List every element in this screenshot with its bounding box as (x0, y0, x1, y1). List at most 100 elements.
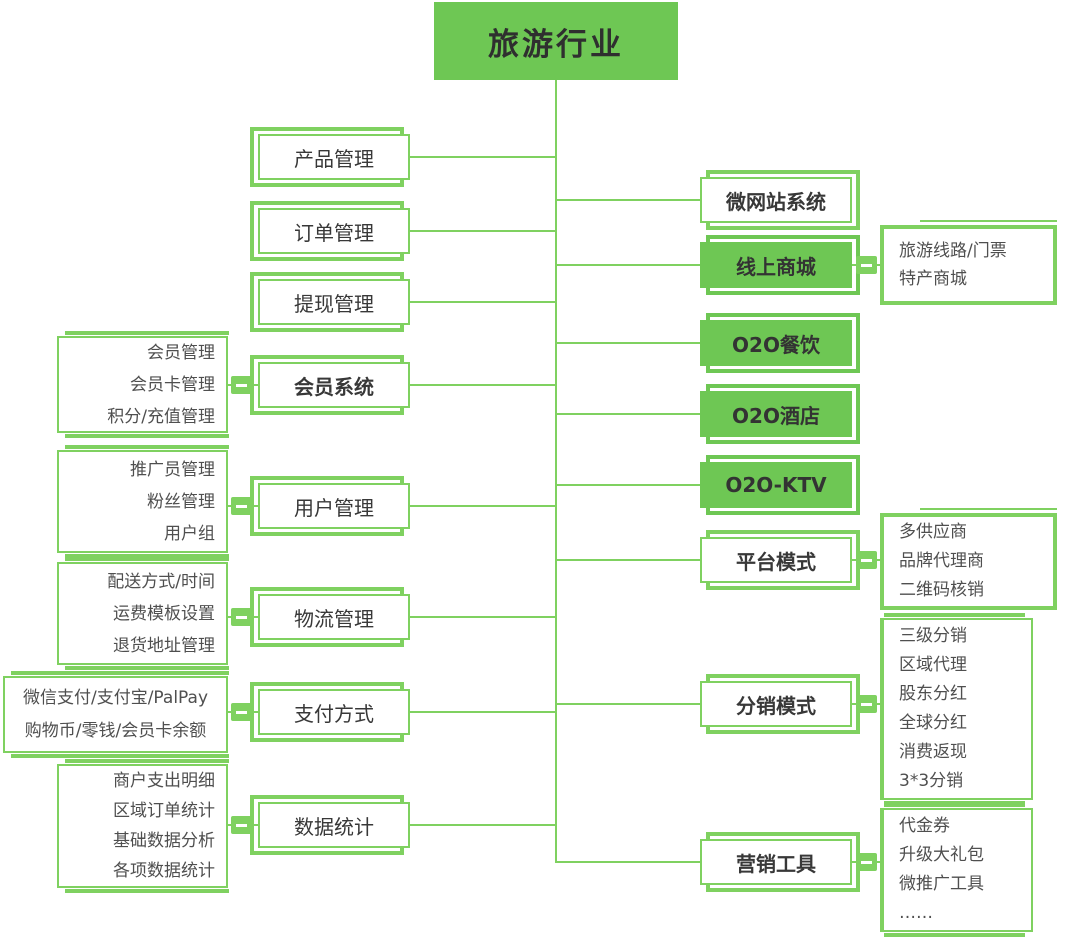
child-item[interactable]: 基础数据分析 (113, 831, 215, 851)
branch-line-left-6 (410, 616, 556, 618)
children-marketing-tools[interactable]: 代金券 升级大礼包 微推广工具 …… (880, 803, 1033, 937)
children-online-mall[interactable]: 旅游线路/门票 特产商城 (880, 220, 1057, 305)
child-item[interactable]: 三级分销 (899, 626, 967, 646)
child-item[interactable]: 会员管理 (147, 342, 215, 363)
child-item[interactable]: 各项数据统计 (113, 861, 215, 881)
child-item[interactable]: 退货地址管理 (113, 635, 215, 656)
node-o2o-hotel[interactable]: O2O酒店 (700, 384, 860, 444)
collapse-toggle-payment-methods[interactable] (231, 703, 252, 721)
minus-icon (861, 860, 872, 864)
child-item[interactable]: 代金券 (899, 816, 950, 836)
child-item[interactable]: 积分/充值管理 (107, 406, 215, 427)
node-label: 线上商城 (700, 242, 852, 288)
minus-icon (861, 702, 872, 706)
node-user-management[interactable]: 用户管理 (250, 476, 410, 536)
node-label: 数据统计 (258, 802, 410, 848)
branch-line-right-4 (556, 413, 700, 415)
collapse-toggle-logistics-management[interactable] (231, 608, 252, 626)
child-item[interactable]: …… (899, 903, 933, 923)
child-item[interactable]: 全球分红 (899, 713, 967, 733)
node-distribution-mode[interactable]: 分销模式 (700, 674, 860, 734)
child-item[interactable]: 粉丝管理 (147, 491, 215, 512)
branch-line-right-5 (556, 484, 700, 486)
node-label: O2O餐饮 (700, 320, 852, 366)
child-item[interactable]: 特产商城 (899, 269, 967, 289)
children-platform-mode[interactable]: 多供应商 品牌代理商 二维码核销 (880, 508, 1057, 610)
child-item[interactable]: 旅游线路/门票 (899, 241, 1007, 261)
node-o2o-ktv[interactable]: O2O-KTV (700, 455, 860, 515)
collapse-toggle-platform-mode[interactable] (856, 551, 877, 569)
node-marketing-tools[interactable]: 营销工具 (700, 832, 860, 892)
child-item[interactable]: 会员卡管理 (130, 374, 215, 395)
node-logistics-management[interactable]: 物流管理 (250, 587, 410, 647)
collapse-toggle-distribution-mode[interactable] (856, 695, 877, 713)
node-label: O2O-KTV (700, 462, 852, 508)
children-payment-methods[interactable]: 微信支付/支付宝/PalPay 购物币/零钱/会员卡余额 (3, 671, 229, 758)
branch-line-right-2 (556, 264, 700, 266)
child-item[interactable]: 二维码核销 (899, 580, 984, 600)
node-label: 支付方式 (258, 689, 410, 735)
node-online-mall[interactable]: 线上商城 (700, 235, 860, 295)
branch-line-right-6 (556, 559, 700, 561)
root-title: 旅游行业 (488, 26, 624, 63)
node-withdrawal-management[interactable]: 提现管理 (250, 272, 410, 332)
children-data-statistics[interactable]: 商户支出明细 区域订单统计 基础数据分析 各项数据统计 (57, 759, 229, 893)
child-item[interactable]: 推广员管理 (130, 459, 215, 480)
node-label: 平台模式 (700, 537, 852, 583)
node-label: 营销工具 (700, 839, 852, 885)
children-member-system[interactable]: 会员管理 会员卡管理 积分/充值管理 (57, 331, 229, 438)
collapse-toggle-online-mall[interactable] (856, 256, 877, 274)
branch-line-right-3 (556, 342, 700, 344)
children-user-management[interactable]: 推广员管理 粉丝管理 用户组 (57, 445, 229, 558)
node-o2o-catering[interactable]: O2O餐饮 (700, 313, 860, 373)
collapse-toggle-marketing-tools[interactable] (856, 853, 877, 871)
branch-line-left-8 (410, 824, 556, 826)
node-product-management[interactable]: 产品管理 (250, 127, 410, 187)
minus-icon (236, 615, 247, 619)
child-item[interactable]: 微推广工具 (899, 874, 984, 894)
child-item[interactable]: 配送方式/时间 (107, 571, 215, 592)
children-logistics-management[interactable]: 配送方式/时间 运费模板设置 退货地址管理 (57, 557, 229, 670)
node-label: 提现管理 (258, 279, 410, 325)
child-item[interactable]: 区域订单统计 (113, 801, 215, 821)
node-label: 用户管理 (258, 483, 410, 529)
child-item[interactable]: 运费模板设置 (113, 603, 215, 624)
children-distribution-mode[interactable]: 三级分销 区域代理 股东分红 全球分红 消费返现 3*3分销 (880, 613, 1033, 805)
branch-line-left-5 (410, 505, 556, 507)
node-data-statistics[interactable]: 数据统计 (250, 795, 410, 855)
node-order-management[interactable]: 订单管理 (250, 201, 410, 261)
node-label: 会员系统 (258, 362, 410, 408)
child-item[interactable]: 多供应商 (899, 522, 967, 542)
node-label: O2O酒店 (700, 391, 852, 437)
node-platform-mode[interactable]: 平台模式 (700, 530, 860, 590)
branch-line-right-8 (556, 861, 700, 863)
branch-line-left-3 (410, 301, 556, 303)
collapse-toggle-data-statistics[interactable] (231, 816, 252, 834)
branch-line-right-1 (556, 199, 700, 201)
child-item[interactable]: 用户组 (164, 523, 215, 544)
node-micro-website-system[interactable]: 微网站系统 (700, 170, 860, 230)
child-item[interactable]: 股东分红 (899, 684, 967, 704)
node-payment-methods[interactable]: 支付方式 (250, 682, 410, 742)
node-member-system[interactable]: 会员系统 (250, 355, 410, 415)
collapse-toggle-user-management[interactable] (231, 497, 252, 515)
child-item[interactable]: 区域代理 (899, 655, 967, 675)
node-label: 产品管理 (258, 134, 410, 180)
branch-line-left-2 (410, 230, 556, 232)
child-item[interactable]: 升级大礼包 (899, 845, 984, 865)
trunk-line (555, 80, 557, 863)
collapse-toggle-member-system[interactable] (231, 376, 252, 394)
child-item[interactable]: 品牌代理商 (899, 551, 984, 571)
child-item[interactable]: 购物币/零钱/会员卡余额 (24, 720, 207, 741)
minus-icon (861, 263, 872, 267)
child-item[interactable]: 微信支付/支付宝/PalPay (22, 687, 209, 708)
branch-line-left-1 (410, 156, 556, 158)
node-label: 微网站系统 (700, 177, 852, 223)
node-label: 物流管理 (258, 594, 410, 640)
child-item[interactable]: 3*3分销 (899, 771, 964, 791)
child-item[interactable]: 商户支出明细 (113, 771, 215, 791)
child-item[interactable]: 消费返现 (899, 742, 967, 762)
node-label: 分销模式 (700, 681, 852, 727)
root-node-travel-industry[interactable]: 旅游行业 (434, 2, 678, 80)
